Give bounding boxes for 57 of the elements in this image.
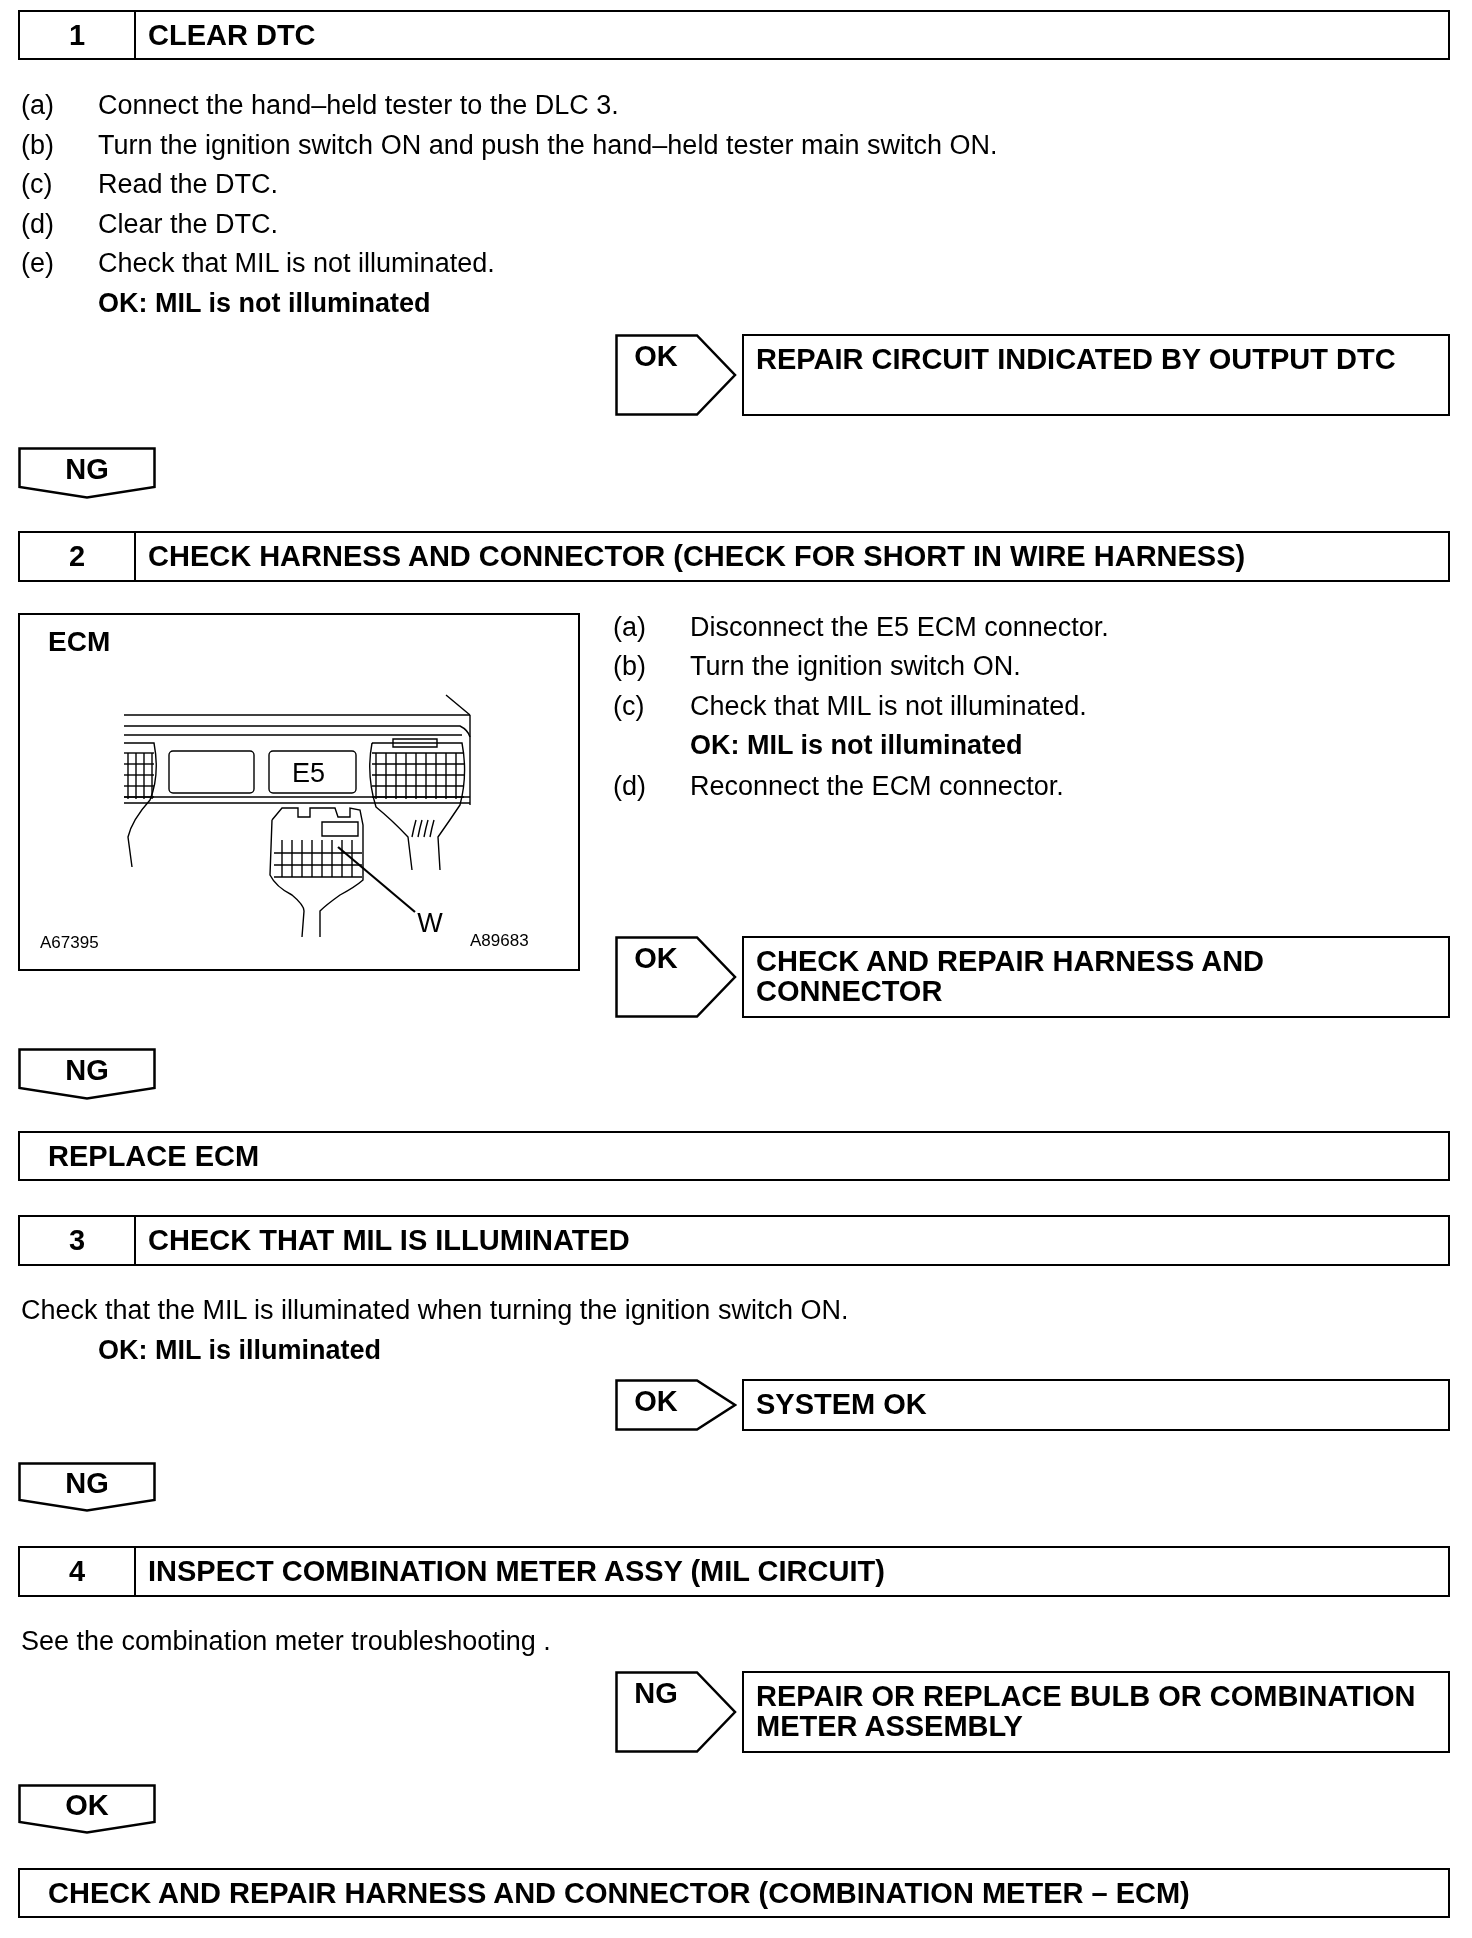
branch-tab: OK	[18, 1784, 156, 1834]
action-box: REPAIR CIRCUIT INDICATED BY OUTPUT DTC	[742, 334, 1450, 416]
step-title: CHECK HARNESS AND CONNECTOR (CHECK FOR SHORT IN WIRE HARNESS)	[147, 539, 1246, 574]
step-number: 4	[20, 1548, 136, 1595]
instruction-text: Read the DTC.	[98, 168, 279, 200]
step-number: 2	[20, 533, 136, 580]
step-title: CLEAR DTC	[147, 17, 316, 53]
instruction-text: Check that MIL is not illuminated.	[690, 690, 1087, 722]
action-box: SYSTEM OK	[742, 1379, 1450, 1431]
branch-tab: NG	[18, 447, 156, 499]
figure-code: A67395	[40, 933, 99, 954]
instruction-text: Turn the ignition switch ON and push the hand–held tester main switch ON.	[98, 129, 998, 161]
step-marker: (e)	[21, 247, 54, 279]
step-marker: (b)	[613, 650, 646, 682]
instruction-text: Check that the MIL is illuminated when turning the ignition switch ON.	[21, 1294, 849, 1326]
step-header	[18, 1546, 1450, 1597]
instruction-text: Check that MIL is not illuminated.	[98, 247, 495, 279]
branch-tab: NG	[18, 1048, 156, 1100]
step-header	[18, 1215, 1450, 1266]
result-chevron: OK	[615, 936, 737, 1018]
step-marker: (a)	[613, 611, 646, 643]
step-title: INSPECT COMBINATION METER ASSY (MIL CIRCUIT)	[147, 1554, 885, 1589]
figure-title: ECM	[48, 625, 111, 659]
instruction-text: Clear the DTC.	[98, 208, 279, 240]
leader-line	[337, 846, 416, 913]
action-box: CHECK AND REPAIR HARNESS AND CONNECTOR	[742, 936, 1450, 1018]
instruction-text: See the combination meter troubleshooting .	[21, 1625, 551, 1657]
step-marker: (d)	[21, 208, 54, 240]
step-marker: (a)	[21, 89, 54, 121]
step-header	[18, 531, 1450, 582]
instruction-text: Turn the ignition switch ON.	[690, 650, 1021, 682]
step-header	[18, 10, 1450, 60]
result-chevron: OK	[615, 334, 737, 416]
step-number: 1	[20, 12, 136, 58]
step-number: 3	[20, 1217, 136, 1264]
callout-letter: W	[413, 907, 447, 943]
step-marker: (c)	[21, 168, 53, 200]
step-marker: (b)	[21, 129, 54, 161]
instruction-text: Connect the hand–held tester to the DLC 3.	[98, 89, 619, 121]
instruction-text: Reconnect the ECM connector.	[690, 770, 1064, 802]
action-box: REPAIR OR REPLACE BULB OR COMBINATION METER ASSEMBLY	[742, 1671, 1450, 1753]
figure-frame	[18, 613, 580, 971]
action-box: REPLACE ECM	[18, 1131, 1450, 1181]
instruction-text: Disconnect the E5 ECM connector.	[690, 611, 1109, 643]
connector-code: E5	[292, 757, 326, 789]
action-box: CHECK AND REPAIR HARNESS AND CONNECTOR (COMBINATION METER – ECM)	[18, 1868, 1450, 1918]
branch-tab: NG	[18, 1462, 156, 1512]
ok-criterion: OK: MIL is not illuminated	[98, 287, 431, 319]
connector-drawing	[269, 807, 364, 938]
result-chevron: OK	[615, 1379, 737, 1431]
ok-criterion: OK: MIL is not illuminated	[690, 729, 1023, 761]
step-marker: (d)	[613, 770, 646, 802]
result-chevron: NG	[615, 1671, 737, 1753]
step-marker: (c)	[613, 690, 645, 722]
step-title: CHECK THAT MIL IS ILLUMINATED	[147, 1223, 630, 1258]
ok-criterion: OK: MIL is illuminated	[98, 1334, 382, 1366]
figure-code: A89683	[470, 931, 529, 952]
